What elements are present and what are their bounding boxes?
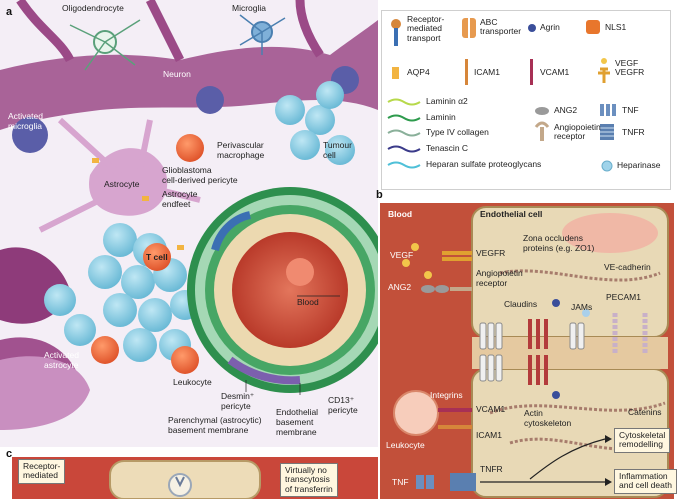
label-b-jams: JAMs bbox=[571, 302, 593, 312]
legend-laminin: Laminin bbox=[426, 112, 456, 122]
panel-a-illustration bbox=[0, 0, 378, 448]
legend-receptor-mediated: Receptor- mediated transport bbox=[407, 14, 445, 43]
panel-b-letter: b bbox=[376, 189, 383, 201]
label-b-angiopoietin-receptor: Angiopoietin receptor bbox=[476, 268, 523, 288]
label-b-vegf: VEGF bbox=[390, 250, 414, 260]
legend-aqp4: AQP4 bbox=[407, 67, 430, 77]
ang2-icon bbox=[535, 107, 549, 115]
angiopoietin-receptor-icon bbox=[534, 121, 550, 141]
label-b-ang2: ANG2 bbox=[388, 282, 412, 292]
receptor-mediated-transport-icon bbox=[391, 19, 401, 46]
label-cd13-pericyte: CD13⁺ pericyte bbox=[328, 395, 358, 415]
laminin-icon bbox=[387, 114, 421, 122]
label-b-endothelial-cell: Endothelial cell bbox=[480, 209, 543, 219]
agrin-icon bbox=[528, 24, 536, 32]
inflammation-box: Inflammation and cell death bbox=[614, 469, 677, 494]
label-activated-microglia: Activated microglia bbox=[8, 111, 43, 131]
label-perivascular-macrophage: Perivascular macrophage bbox=[217, 140, 265, 160]
label-blood: Blood bbox=[297, 297, 319, 307]
legend-agrin: Agrin bbox=[540, 22, 560, 32]
legend-heparan-sulfate: Heparan sulfate proteoglycans bbox=[426, 159, 542, 169]
perivascular-macrophage-cell bbox=[176, 134, 204, 162]
icam1-icon bbox=[465, 59, 468, 85]
label-astrocyte: Astrocyte bbox=[104, 179, 140, 189]
label-b-actin-cytoskeleton: Actin cytoskeleton bbox=[524, 408, 572, 428]
legend-angiopoietin-receptor: Angiopoietin receptor bbox=[554, 122, 601, 142]
label-tumour-cell: Tumour cell bbox=[323, 140, 352, 160]
label-b-integrins: Integrins bbox=[430, 390, 463, 400]
label-b-pecam1: PECAM1 bbox=[606, 292, 641, 302]
legend-type-iv-collagen: Type IV collagen bbox=[426, 127, 489, 137]
heparan-sulfate-icon bbox=[387, 161, 421, 169]
panel-b-leukocyte bbox=[393, 390, 439, 436]
label-b-leukocyte: Leukocyte bbox=[386, 440, 425, 450]
label-parenchymal-membrane: Parenchymal (astrocytic) basement membra… bbox=[168, 415, 262, 435]
leukocyte-cell bbox=[171, 346, 199, 374]
label-microglia: Microglia bbox=[232, 3, 267, 13]
label-t-cell: T cell bbox=[146, 252, 168, 262]
panel-a-letter: a bbox=[6, 6, 13, 18]
claudin-junction-icons bbox=[479, 313, 648, 385]
label-neuron: Neuron bbox=[163, 69, 191, 79]
label-oligodendrocyte: Oligodendrocyte bbox=[62, 3, 124, 13]
legend-abc-transporter: ABC transporter bbox=[480, 17, 522, 37]
virtually-no-transcytosis-box: Virtually no transcytosis of transferrin bbox=[280, 463, 338, 498]
panel-c-letter: c bbox=[6, 448, 13, 460]
panel-c: c Receptor- mediated Virtually no transc… bbox=[0, 447, 378, 499]
legend-laminin-a2: Laminin α2 bbox=[426, 96, 468, 106]
heparinase-icon bbox=[601, 160, 613, 172]
label-b-vcam1: VCAM1 bbox=[476, 404, 506, 414]
blood-vessel-cross-section bbox=[187, 187, 378, 393]
label-b-icam1: ICAM1 bbox=[476, 430, 502, 440]
label-b-ve-cadherin: VE-cadherin bbox=[604, 262, 651, 272]
label-astrocyte-endfeet: Astrocyte endfeet bbox=[162, 189, 198, 209]
legend-box: Receptor- mediated transport ABC transpo… bbox=[381, 10, 671, 190]
legend-tnfr: TNFR bbox=[622, 127, 645, 137]
activated-microglia-cell bbox=[12, 117, 48, 153]
legend-vcam1: VCAM1 bbox=[540, 67, 570, 77]
legend-ang2: ANG2 bbox=[554, 105, 578, 115]
t-cell bbox=[143, 243, 171, 271]
legend-heparinase: Heparinase bbox=[617, 160, 661, 170]
tnfr-icon bbox=[600, 124, 614, 140]
legend-icam1: ICAM1 bbox=[474, 67, 500, 77]
label-activated-astrocyte: Activated astrocyte bbox=[44, 350, 79, 370]
aqp4-icon bbox=[392, 67, 399, 79]
cytoskeletal-remodelling-box: Cytoskeletal remodelling bbox=[614, 428, 671, 453]
label-b-claudins: Claudins bbox=[504, 299, 538, 309]
tnf-icon bbox=[600, 104, 616, 116]
abc-transporter-icon bbox=[462, 18, 476, 38]
nls1-icon bbox=[586, 20, 600, 34]
label-b-zona-occludens: Zona occludens proteins (e.g. ZO1) bbox=[523, 233, 595, 253]
label-b-vegfr: VEGFR bbox=[476, 248, 506, 258]
panel-b: b Blood Endothelial cell Zona occludens … bbox=[376, 189, 677, 499]
label-glioblastoma-pericyte: Glioblastoma cell-derived pericyte bbox=[162, 165, 238, 185]
label-b-tnf: TNF bbox=[392, 477, 409, 487]
tenascin-c-icon bbox=[387, 145, 421, 153]
vegf-vegfr-icon bbox=[598, 58, 610, 83]
legend-tenascin-c: Tenascin C bbox=[426, 143, 469, 153]
legend-vegf-vegfr: VEGF VEGFR bbox=[615, 58, 645, 78]
type-iv-collagen-icon bbox=[387, 129, 421, 137]
vcam1-icon bbox=[530, 59, 533, 85]
laminin-a2-icon bbox=[387, 98, 421, 106]
neuron-cell bbox=[0, 20, 378, 130]
legend-tnf: TNF bbox=[622, 105, 639, 115]
label-b-blood: Blood bbox=[388, 209, 413, 219]
label-b-catenins: Catenins bbox=[628, 407, 662, 417]
label-desmin-pericyte: Desmin⁺ pericyte bbox=[221, 391, 255, 411]
legend-nls1: NLS1 bbox=[605, 22, 627, 32]
label-leukocyte: Leukocyte bbox=[173, 377, 212, 387]
label-endothelial-membrane: Endothelial basement membrane bbox=[276, 407, 319, 437]
receptor-mediated-box: Receptor- mediated bbox=[18, 459, 66, 484]
label-b-tnfr: TNFR bbox=[480, 464, 503, 474]
